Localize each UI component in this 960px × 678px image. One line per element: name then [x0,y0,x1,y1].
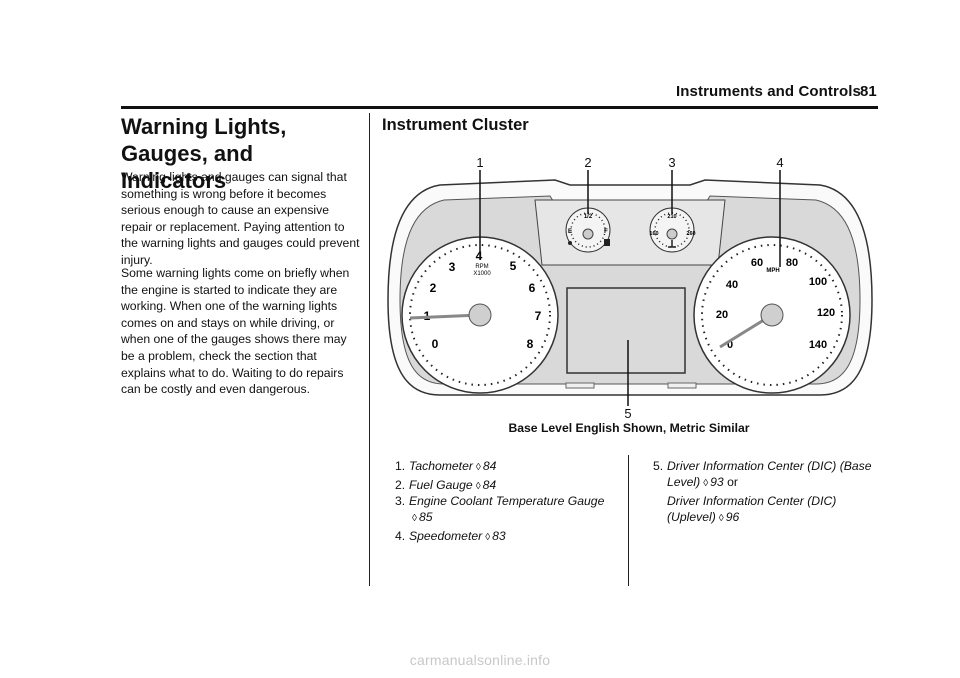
page-number: 81 [860,83,877,100]
warning-paragraph: Some warning lights come on briefly when… [121,266,350,397]
speedo-unit: MPH [766,268,779,274]
page-reference-icon: ◊ [485,532,491,543]
list-item: 5. Driver Information Center (DIC) (Base… [653,458,873,526]
fuel-hub [582,228,594,240]
tach-tick-label: 8 [527,337,534,351]
figure-caption: Base Level English Shown, Metric Similar [508,421,750,435]
speedo-tick-label: 40 [726,279,738,291]
watermark: carmanualsonline.info [409,652,551,668]
speedo-tick-label: 100 [809,276,827,288]
fuel-dot-icon [568,241,572,245]
page-ref[interactable]: 96 [725,510,740,525]
speedo-tick-label: 140 [809,339,827,351]
list-item-number: 2. [395,478,406,492]
fuel-gauge-link[interactable]: Fuel Gauge [409,478,473,492]
page-ref[interactable]: 93 [710,475,724,490]
dic-base-link[interactable]: Driver Information Center (DIC) (Base [667,459,872,473]
speedo-tick-label: 80 [786,257,798,269]
speedometer-link[interactable]: Speedometer [409,529,483,543]
list-item-number: 3. [395,494,406,508]
page-reference-icon: ◊ [475,462,481,473]
tachometer-link[interactable]: Tachometer [409,459,473,473]
section-title: Warning Lights, Gauges, and Indicators [121,114,287,193]
list-item: 2. Fuel Gauge◊84 [395,477,615,493]
callout-3: 3 [668,155,675,170]
callout-4: 4 [776,155,783,170]
list-item: 1. Tachometer◊84 [395,458,615,474]
tach-unit-x1000: X1000 [473,271,491,277]
dic-uplevel-link[interactable]: Driver Information Center (DIC) [667,493,837,508]
fuel-pump-icon [604,239,610,246]
temp-low-label: 160 [649,231,658,237]
page-ref[interactable]: 84 [482,478,497,492]
speedo-tick-label: 120 [817,307,835,319]
callout-1: 1 [476,155,483,170]
page-ref[interactable]: 84 [482,459,497,473]
bottom-clip-left [565,382,595,389]
fuel-half-label: 1/2 [584,214,593,220]
speedo-labels: 0 20 40 60 80 100 120 140 [716,257,835,351]
dic-base-link-cont[interactable]: Level) [667,475,701,490]
callout-lines [479,170,781,406]
coolant-temp-icon [668,240,676,248]
list-item-number: 5. [653,459,664,473]
speedo-hub [760,303,784,327]
list-item-number: 4. [395,529,406,543]
instrument-cluster-illustration: 0 1 2 3 4 5 6 7 8 RPM X1000 0 20 40 60 8… [387,155,873,420]
or-text: or [727,475,738,490]
coolant-temp-gauge-link[interactable]: Engine Coolant Temperature Gauge [409,494,605,508]
tach-needle [409,313,481,320]
tach-tick-label: 0 [432,337,439,351]
temp-mid-label: 210 [667,214,676,220]
callout-5: 5 [624,406,631,420]
tach-tick-label: 5 [510,259,517,273]
page-ref[interactable]: 85 [418,510,433,525]
temp-hub [666,228,678,240]
tach-hub [468,303,492,327]
tach-tick-label: 3 [449,260,456,274]
driver-information-center-display [566,287,686,374]
page-reference-icon: ◊ [475,481,481,492]
tach-tick-label: 6 [529,281,536,295]
tach-unit-rpm: RPM [475,264,488,270]
tach-tick-label: 7 [535,309,542,323]
list-column-divider [628,455,629,586]
speedo-tick-label: 0 [727,339,733,351]
page-ref[interactable]: 83 [492,529,506,543]
header-rule [121,106,878,109]
list-item: 3. Engine Coolant Temperature Gauge ◊85 [395,493,615,527]
list-item: 4. Speedometer◊83 [395,528,615,544]
speedo-tick-label: 20 [716,309,728,321]
callout-numbers: 1 2 3 4 5 [476,155,783,420]
callout-2: 2 [584,155,591,170]
tach-tick-label: 4 [476,249,483,263]
page-reference-icon: ◊ [718,513,724,525]
tach-tick-label: 2 [430,281,437,295]
intro-paragraph: Warning lights and gauges can signal tha… [121,170,360,267]
column-divider [369,113,370,586]
dic-uplevel-link-cont[interactable]: (Uplevel) [667,510,716,525]
list-item-number: 1. [395,459,406,473]
center-gauge-housing [534,199,726,266]
running-header-title: Instruments and Controls [676,83,861,100]
speedo-tick-label: 60 [751,257,763,269]
instrument-cluster-heading: Instrument Cluster [382,116,529,134]
fuel-full-label: F [604,229,608,235]
page-reference-icon: ◊ [703,478,709,490]
bottom-clip-right [667,382,697,389]
page-reference-icon: ◊ [412,513,417,525]
temp-high-label: 260 [686,231,695,237]
fuel-empty-label: E [568,229,572,235]
